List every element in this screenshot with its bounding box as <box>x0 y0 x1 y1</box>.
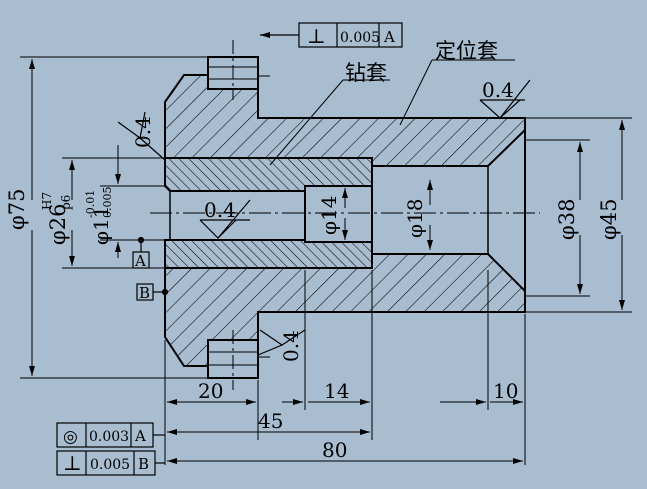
dim-d26-lower: p6 <box>59 195 73 210</box>
top-frame-value: 0.005 <box>340 30 380 46</box>
bottom-frame-1-symbol: ◎ <box>63 427 78 447</box>
bottom-frame-1-value: 0.003 <box>89 429 129 445</box>
roughness-bottom: 0.4 <box>279 330 303 362</box>
dim-len45: 45 <box>258 409 283 433</box>
tolerance-frame-bottom <box>56 422 165 476</box>
locator-label: 定位套 <box>435 39 498 63</box>
top-frame-symbol: ⊥ <box>307 24 326 48</box>
center-lines <box>150 40 540 390</box>
dim-len10: 10 <box>493 379 518 403</box>
dim-d11-lower: 0.005 <box>101 187 114 219</box>
dimension-lines <box>20 56 632 465</box>
datum-b: B <box>139 284 150 302</box>
dim-d26: φ26 <box>46 204 70 245</box>
dim-d11: φ11 <box>89 206 113 245</box>
datum-a: A <box>134 252 146 270</box>
bushing-section-bottom <box>164 239 373 269</box>
top-frame-datum: A <box>383 28 395 46</box>
roughness-top-right: 0.4 <box>482 78 514 102</box>
bushing-label: 钻套 <box>345 61 387 85</box>
roughness-bore: 0.4 <box>204 198 236 222</box>
roughness-symbols <box>117 79 531 356</box>
leaders <box>269 59 515 166</box>
dim-d18: φ18 <box>403 199 427 238</box>
bottom-frame-2-datum: B <box>138 455 149 473</box>
bottom-frame-1-datum: A <box>134 427 146 445</box>
dim-d45: φ45 <box>597 199 621 240</box>
tolerance-frame-top <box>260 22 403 48</box>
roughness-left: 0.4 <box>131 116 155 148</box>
locator-body <box>164 56 526 379</box>
dim-len14: 14 <box>324 379 349 403</box>
drill-bushing <box>164 157 373 269</box>
dim-d14: φ14 <box>317 196 341 235</box>
dim-d75: φ75 <box>5 189 29 230</box>
bottom-frame-2-symbol: ⊥ <box>63 451 82 475</box>
datum-markers <box>132 236 169 301</box>
dim-len80: 80 <box>322 438 347 462</box>
bushing-section-top <box>164 157 373 192</box>
dim-d26-upper: H7 <box>40 192 54 210</box>
dim-len20: 20 <box>198 379 223 403</box>
dim-d38: φ38 <box>555 199 579 240</box>
bottom-frame-2-value: 0.005 <box>90 457 130 473</box>
dim-d11-upper: -0.01 <box>84 190 97 218</box>
